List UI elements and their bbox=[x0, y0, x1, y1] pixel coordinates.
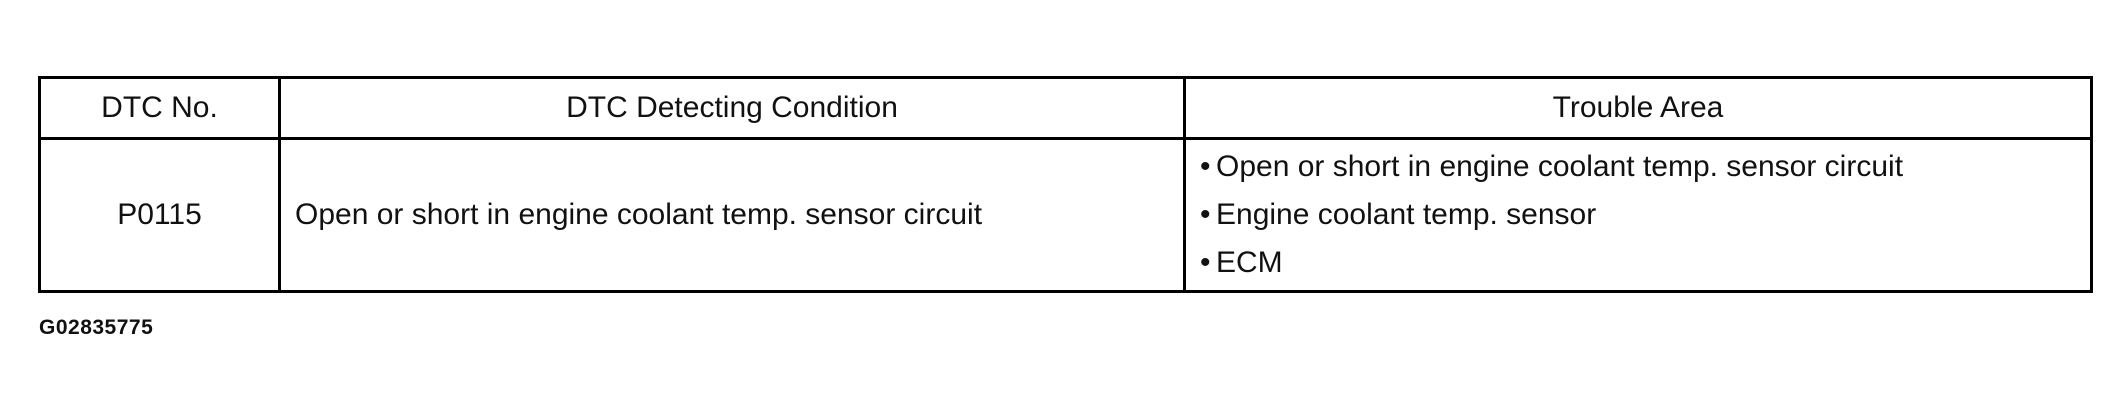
detecting-condition-cell: Open or short in engine coolant temp. se… bbox=[278, 137, 1186, 293]
header-dtc-no: DTC No. bbox=[38, 76, 281, 140]
list-item: •Engine coolant temp. sensor bbox=[1200, 191, 2090, 239]
bullet-icon: • bbox=[1200, 246, 1211, 279]
figure-id-label: G02835775 bbox=[39, 316, 154, 339]
dtc-table: DTC No. DTC Detecting Condition Trouble … bbox=[38, 76, 2093, 293]
table-header-row: DTC No. DTC Detecting Condition Trouble … bbox=[38, 76, 2093, 140]
trouble-area-cell: •Open or short in engine coolant temp. s… bbox=[1183, 137, 2093, 293]
trouble-area-item-text: ECM bbox=[1216, 246, 1283, 279]
list-item: •ECM bbox=[1200, 239, 2090, 287]
bullet-icon: • bbox=[1200, 198, 1211, 231]
trouble-area-list: •Open or short in engine coolant temp. s… bbox=[1200, 143, 2090, 287]
bullet-icon: • bbox=[1200, 150, 1211, 183]
trouble-area-item-text: Open or short in engine coolant temp. se… bbox=[1216, 150, 1904, 183]
trouble-area-item-text: Engine coolant temp. sensor bbox=[1216, 198, 1597, 231]
list-item: •Open or short in engine coolant temp. s… bbox=[1200, 143, 2090, 191]
header-trouble-area: Trouble Area bbox=[1183, 76, 2093, 140]
table-row: P0115 Open or short in engine coolant te… bbox=[38, 137, 2093, 293]
header-detecting-condition: DTC Detecting Condition bbox=[278, 76, 1186, 140]
dtc-code-cell: P0115 bbox=[38, 137, 281, 293]
